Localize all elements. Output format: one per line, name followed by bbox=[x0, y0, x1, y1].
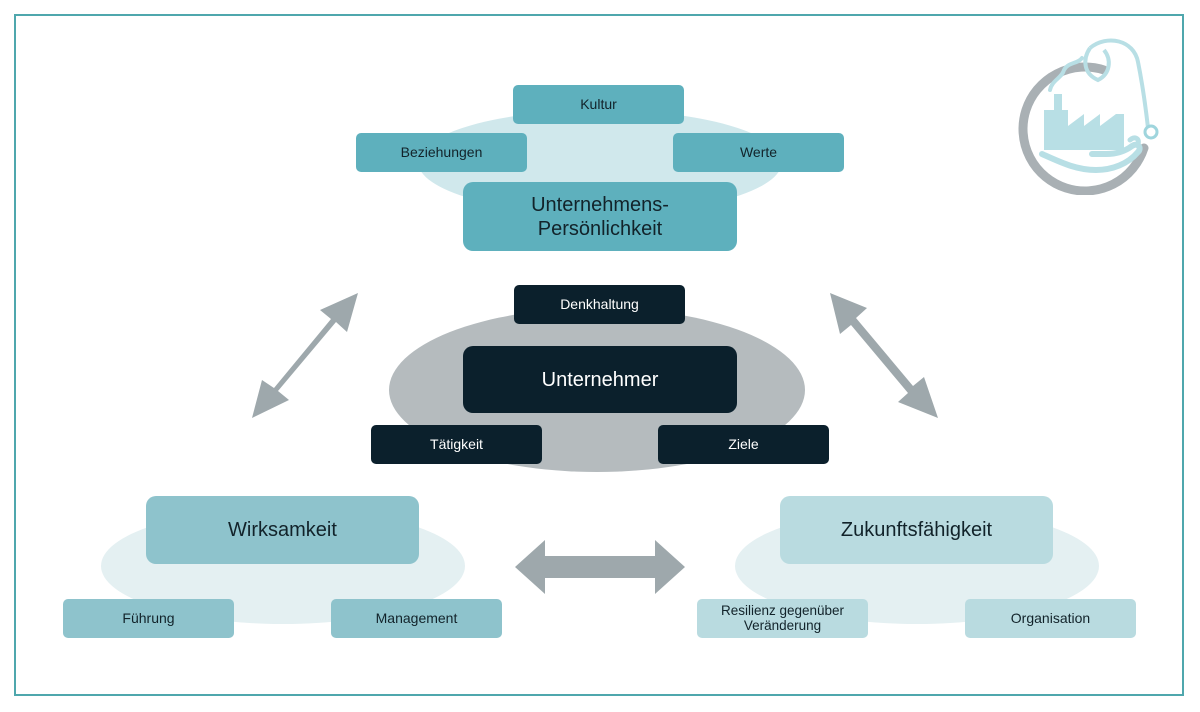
arrow-bottom-horizontal bbox=[515, 540, 685, 594]
taetigkeit-box: Tätigkeit bbox=[371, 425, 542, 464]
management-label: Management bbox=[375, 610, 458, 627]
unternehmens-persoenlichkeit-box: Unternehmens- Persönlichkeit bbox=[463, 182, 737, 251]
fuehrung-box: Führung bbox=[63, 599, 234, 638]
resilienz-line1: Resilienz gegenüber bbox=[720, 602, 845, 618]
wirksamkeit-label: Wirksamkeit bbox=[228, 519, 337, 541]
arrow-right-diagonal bbox=[830, 293, 938, 418]
zukunftsfaehigkeit-label: Zukunftsfähigkeit bbox=[840, 519, 993, 541]
beziehungen-label: Beziehungen bbox=[400, 144, 483, 161]
organisation-label: Organisation bbox=[1010, 610, 1091, 627]
denkhaltung-box: Denkhaltung bbox=[514, 285, 685, 324]
wirksamkeit-box: Wirksamkeit bbox=[146, 496, 419, 564]
resilienz-line2: Veränderung bbox=[743, 617, 822, 633]
zukunftsfaehigkeit-box: Zukunftsfähigkeit bbox=[780, 496, 1053, 564]
denkhaltung-label: Denkhaltung bbox=[560, 296, 639, 313]
beziehungen-box: Beziehungen bbox=[356, 133, 527, 172]
ziele-label: Ziele bbox=[728, 436, 759, 453]
kultur-label: Kultur bbox=[580, 96, 617, 113]
management-box: Management bbox=[331, 599, 502, 638]
fuehrung-label: Führung bbox=[122, 610, 175, 627]
werte-label: Werte bbox=[739, 144, 778, 161]
organisation-box: Organisation bbox=[965, 599, 1136, 638]
factory-in-hand-with-stethoscope-icon bbox=[1018, 38, 1159, 195]
ziele-box: Ziele bbox=[658, 425, 829, 464]
unternehmer-label: Unternehmer bbox=[541, 368, 659, 391]
unternehmens-persoenlichkeit-line1: Unternehmens- bbox=[531, 193, 669, 216]
kultur-box: Kultur bbox=[513, 85, 684, 124]
diagram-frame bbox=[14, 14, 1184, 696]
werte-box: Werte bbox=[673, 133, 844, 172]
unternehmer-box: Unternehmer bbox=[463, 346, 737, 413]
resilienz-box: Resilienz gegenüber Veränderung bbox=[697, 599, 868, 638]
unternehmens-persoenlichkeit-line2: Persönlichkeit bbox=[537, 217, 663, 240]
arrow-left-diagonal bbox=[252, 293, 358, 418]
taetigkeit-label: Tätigkeit bbox=[430, 436, 483, 453]
